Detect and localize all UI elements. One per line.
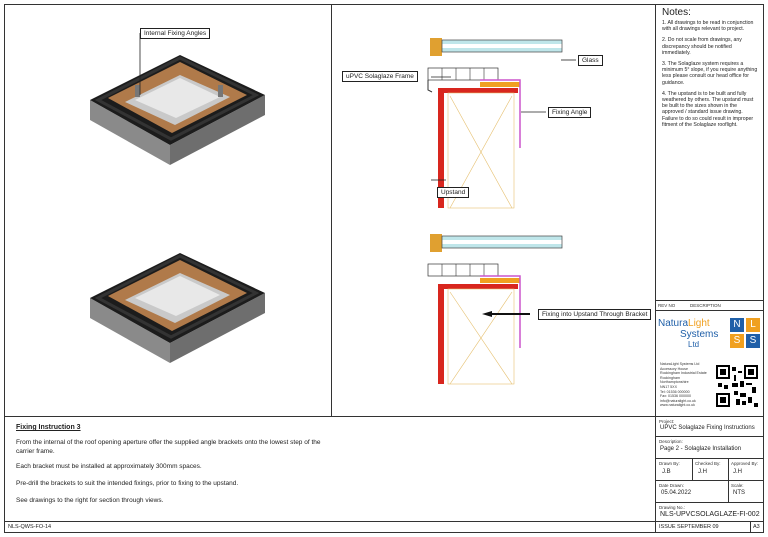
fixing-instruction-paragraph: From the internal of the roof opening ap… <box>16 439 321 455</box>
company-address: NaturaLight Systems Ltd Accessory House … <box>660 362 712 408</box>
company-name-part1: Natura <box>658 318 689 329</box>
divider-left-mid <box>331 4 332 416</box>
callout-fixing-into-upstand: Fixing into Upstand Through Bracket <box>538 309 652 320</box>
logo-letter-tile: S <box>730 334 744 348</box>
leaders-section-top <box>431 59 576 181</box>
isometric-rooflight-drawing-top <box>90 55 265 165</box>
description-label: Description: <box>659 439 683 444</box>
fixing-instruction-paragraph: Pre-drill the brackets to suit the inten… <box>16 480 239 487</box>
revision-rev-label: REV NO <box>658 303 676 308</box>
qr-code <box>716 365 758 407</box>
notes-title: Notes: <box>662 7 691 18</box>
callout-glass: Glass <box>578 55 603 66</box>
company-name-line1: NaturaLight <box>658 318 710 329</box>
address-line: Northamptonshire <box>660 380 689 385</box>
drawing-border <box>4 4 764 533</box>
divider-footer <box>4 521 764 522</box>
note-item: 1. All drawings to be read in conjunctio… <box>662 20 754 33</box>
logo-letter-tile: L <box>746 318 760 332</box>
address-line: NN17 5XX <box>660 384 677 389</box>
address-line: Rockingham <box>660 375 680 380</box>
divider-bottom-section <box>4 416 764 417</box>
revision-desc-label: DESCRIPTION <box>690 303 721 308</box>
date-drawn-label: Date Drawn: <box>659 483 685 488</box>
note-item: 3. The Solaglaze system requires a minim… <box>662 61 758 86</box>
company-name-line2: Systems <box>680 329 719 340</box>
scale-label: Scale: <box>731 483 744 488</box>
company-name-part2: Light <box>688 318 710 329</box>
fixing-instruction-title: Fixing Instruction 3 <box>16 424 81 431</box>
isometric-rooflight-drawing-bottom <box>90 253 265 363</box>
note-item: 2. Do not scale from drawings, any discr… <box>662 37 742 56</box>
address-line: Fax: 01536 000000 <box>660 394 691 399</box>
logo-letter-tile: N <box>730 318 744 332</box>
form-code: NLS-QWS-FO-14 <box>8 524 52 530</box>
address-line: www.naturalight.co.uk <box>660 403 695 408</box>
date-drawn-value: 05.04.2022 <box>661 490 692 496</box>
revision-row-bottom <box>655 310 764 311</box>
note-item: 4. The upstand is to be built and fully … <box>662 90 754 128</box>
company-name-line3: Ltd <box>688 340 700 349</box>
project-label: Project: <box>659 419 675 424</box>
description-value: Page 2 - Solaglaze Installation <box>660 446 742 452</box>
tb-line <box>728 458 729 502</box>
divider-mid-right <box>655 4 656 533</box>
scale-value: NTS <box>733 490 745 496</box>
address-line: Tel: 01536 000000 <box>660 389 690 394</box>
leader-internal-fixing-angles <box>139 33 141 95</box>
drawn-by-value: J.B <box>662 469 671 475</box>
callout-upvc-solaglaze-frame: uPVC Solaglaze Frame <box>342 71 418 82</box>
section-detail-bottom <box>427 234 563 385</box>
tb-line <box>655 480 764 481</box>
project-value: UPVC Solaglaze Fixing Instructions <box>660 425 755 431</box>
approved-by-value: J.H <box>733 469 742 475</box>
revision-row-top <box>655 300 764 301</box>
callout-upstand: Upstand <box>437 187 470 198</box>
issue-text: ISSUE SEPTEMBER 09 <box>659 524 719 530</box>
checked-by-label: Checked By: <box>695 461 721 466</box>
tb-line <box>655 502 764 503</box>
tb-line <box>750 521 751 533</box>
address-line: NaturaLight Systems Ltd <box>660 362 700 366</box>
tb-line <box>655 436 764 437</box>
drawn-by-label: Drawn By: <box>659 461 680 466</box>
tb-line <box>655 458 764 459</box>
checked-by-value: J.H <box>698 469 707 475</box>
drawing-no-value: NLS-UPVCSOLAGLAZE-FI-002 <box>660 511 760 518</box>
address-line: Rockingham Industrial Estate <box>660 371 707 376</box>
address-line: Accessory House <box>660 366 688 371</box>
fixing-instruction-paragraph: Each bracket must be installed at approx… <box>16 463 202 470</box>
notes-list: 1. All drawings to be read in conjunctio… <box>662 20 758 133</box>
approved-by-label: Approved By: <box>731 461 759 466</box>
drawing-no-label: Drawing No.: <box>659 505 686 510</box>
sheet-size: A3 <box>753 524 760 530</box>
company-logo: NaturaLight Systems Ltd N L S S <box>658 316 762 356</box>
address-line: info@naturalight.co.uk <box>660 398 696 403</box>
callout-internal-fixing-angles: Internal Fixing Angles <box>140 28 211 39</box>
logo-letter-tile: S <box>746 334 760 348</box>
fixing-instruction-paragraph: See drawings to the right for section th… <box>16 497 164 504</box>
callout-fixing-angle: Fixing Angle <box>548 107 592 118</box>
tb-line <box>692 458 693 480</box>
